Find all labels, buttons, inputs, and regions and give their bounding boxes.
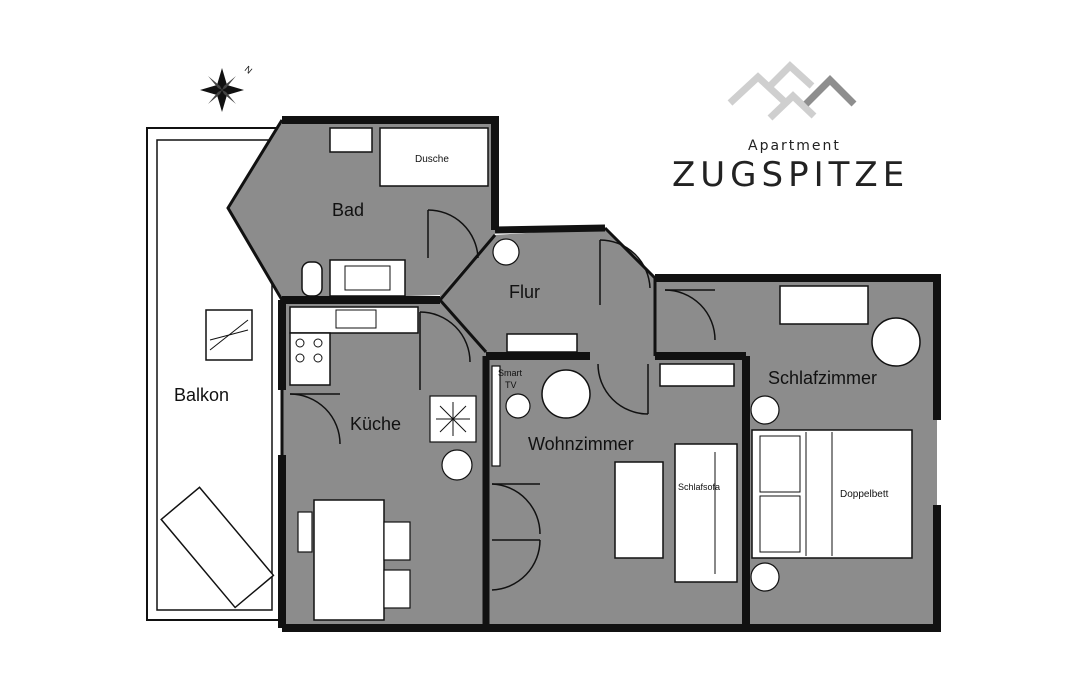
dining-table: [313, 499, 385, 621]
walls: [226, 116, 941, 632]
room-label-flur: Flur: [509, 282, 540, 302]
stove: [289, 332, 331, 386]
compass-icon: N: [200, 64, 254, 112]
balcony-furniture: [160, 309, 275, 609]
room-label-balkon: Balkon: [174, 385, 229, 405]
room-label-bad: Bad: [332, 200, 364, 220]
shower: [379, 127, 489, 187]
sofa-bed: [674, 443, 738, 583]
sun-lounger: [160, 486, 275, 609]
room-label-schlafzimmer: Schlafzimmer: [768, 368, 877, 388]
toilet: [301, 261, 323, 297]
living-fixtures: [491, 363, 738, 583]
mountain-logo-icon: [727, 61, 857, 121]
bathroom-fixtures: [301, 127, 489, 297]
smart-tv-label-2: TV: [505, 380, 517, 390]
bedroom-fixtures: [750, 285, 921, 592]
room-label-wohnzimmer: Wohnzimmer: [528, 434, 634, 454]
kitchen-fixtures: [289, 306, 477, 621]
doors: [289, 209, 716, 591]
double-bed-label: Doppelbett: [840, 489, 889, 500]
sink: [329, 259, 406, 297]
shower-label: Dusche: [415, 154, 449, 165]
compass-north-label: N: [243, 64, 254, 76]
hallway-fixtures: [492, 238, 578, 353]
room-label-kueche: Küche: [350, 414, 401, 434]
sofa-bed-label: Schlafsofa: [678, 482, 720, 492]
tv-stand: [491, 365, 501, 467]
coffee-table: [614, 461, 664, 559]
brand-name: ZUGSPITZE: [672, 155, 909, 195]
smart-tv-label-1: Smart: [498, 368, 523, 378]
brand-subtitle: Apartment: [748, 138, 841, 154]
